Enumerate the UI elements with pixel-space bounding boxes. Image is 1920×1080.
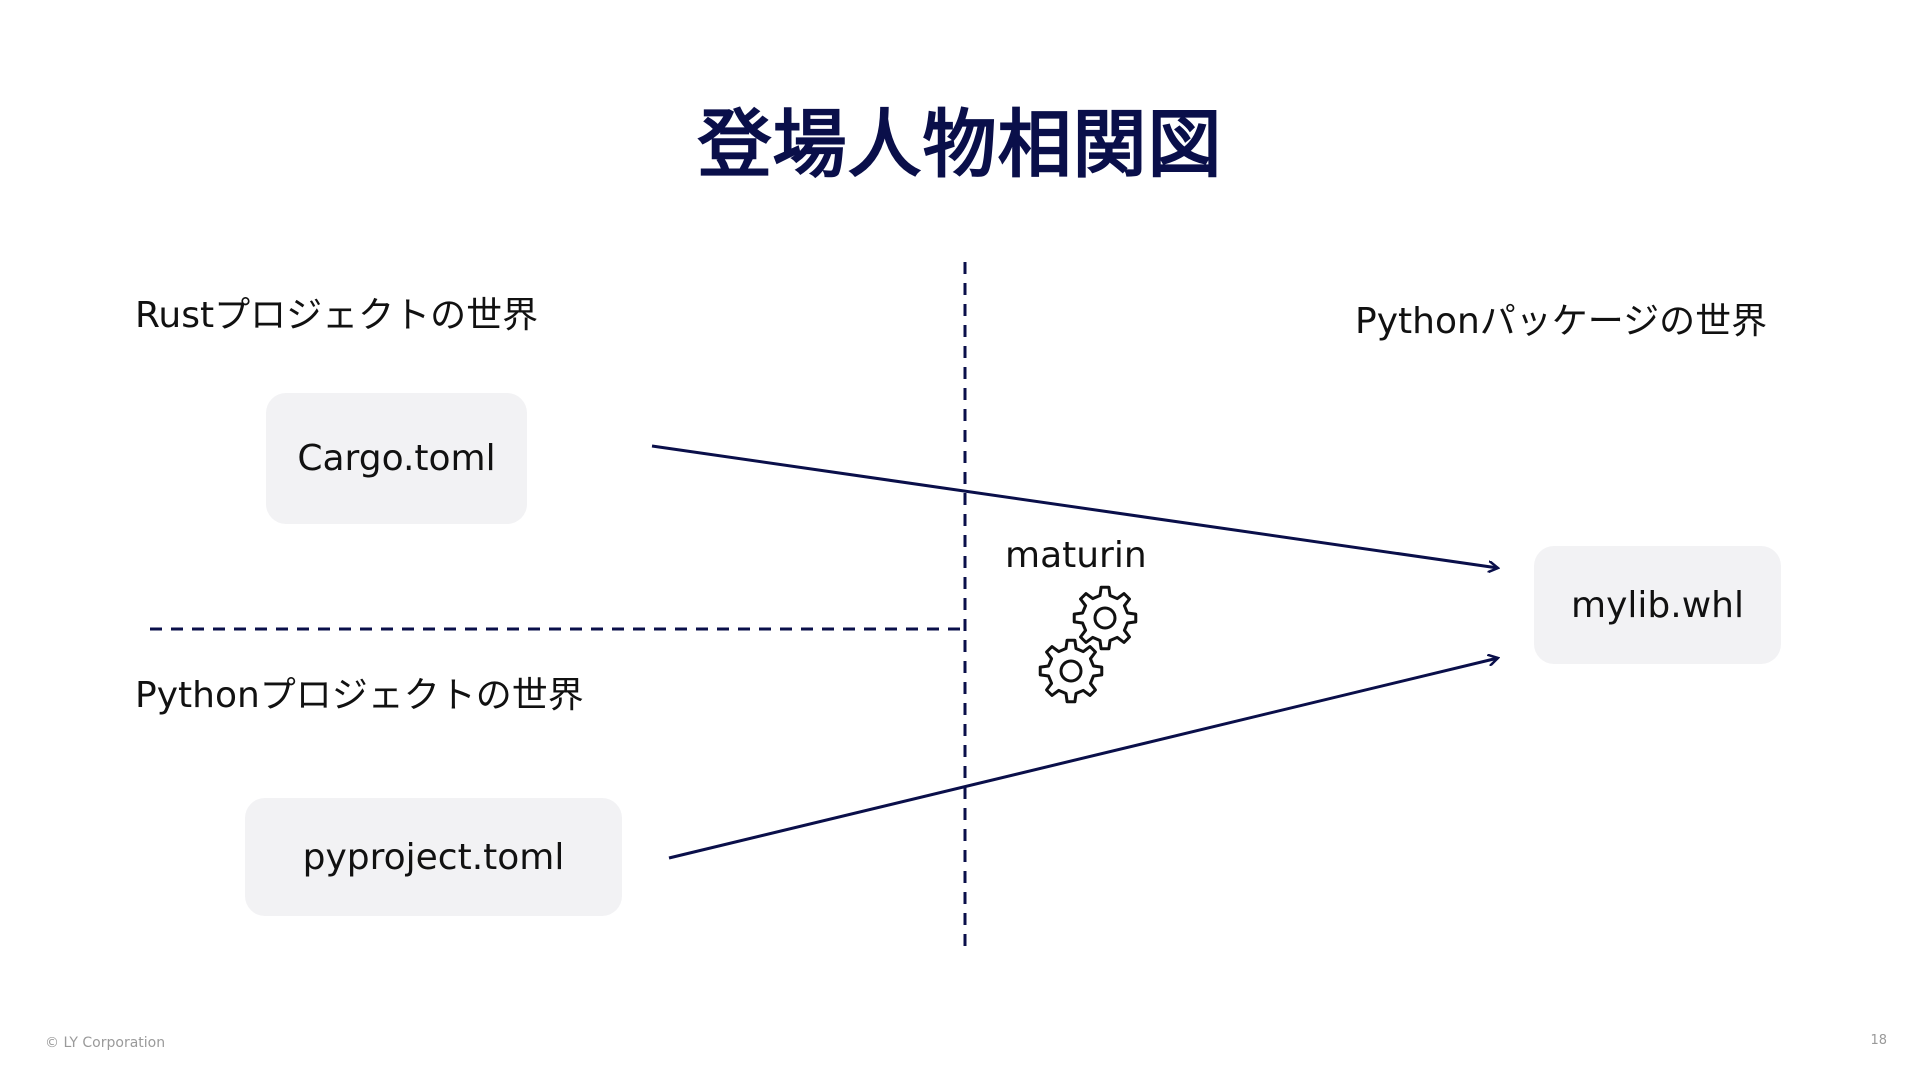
pyproject-toml-label: pyproject.toml (302, 836, 565, 878)
wheel-file-label: mylib.whl (1571, 584, 1744, 626)
cargo-toml-box: Cargo.toml (266, 393, 527, 524)
gear-upper-outline (1072, 585, 1138, 651)
arrow-cargo-to-wheel (651, 444, 1498, 568)
gear-upper-icon (1072, 585, 1138, 651)
arrow-pyproject-to-wheel (668, 658, 1498, 860)
gear-upper-hub (1093, 606, 1117, 630)
page-title: 登場人物相関図 (697, 102, 1223, 188)
python-package-region-label: Pythonパッケージの世界 (1355, 301, 1768, 342)
maturin-label: maturin (1005, 535, 1147, 576)
gear-lower-icon (1038, 638, 1104, 704)
page-number: 18 (1870, 1033, 1887, 1048)
python-project-region-label: Pythonプロジェクトの世界 (135, 675, 584, 716)
footer-copyright: © LY Corporation (45, 1035, 166, 1051)
pyproject-toml-box: pyproject.toml (245, 798, 622, 916)
cargo-toml-label: Cargo.toml (297, 438, 496, 479)
gear-lower-outline (1038, 638, 1104, 704)
gears-icon (1038, 585, 1138, 704)
rust-project-region-label: Rustプロジェクトの世界 (135, 295, 539, 336)
gear-lower-hub (1059, 659, 1083, 683)
wheel-file-box: mylib.whl (1534, 546, 1781, 664)
